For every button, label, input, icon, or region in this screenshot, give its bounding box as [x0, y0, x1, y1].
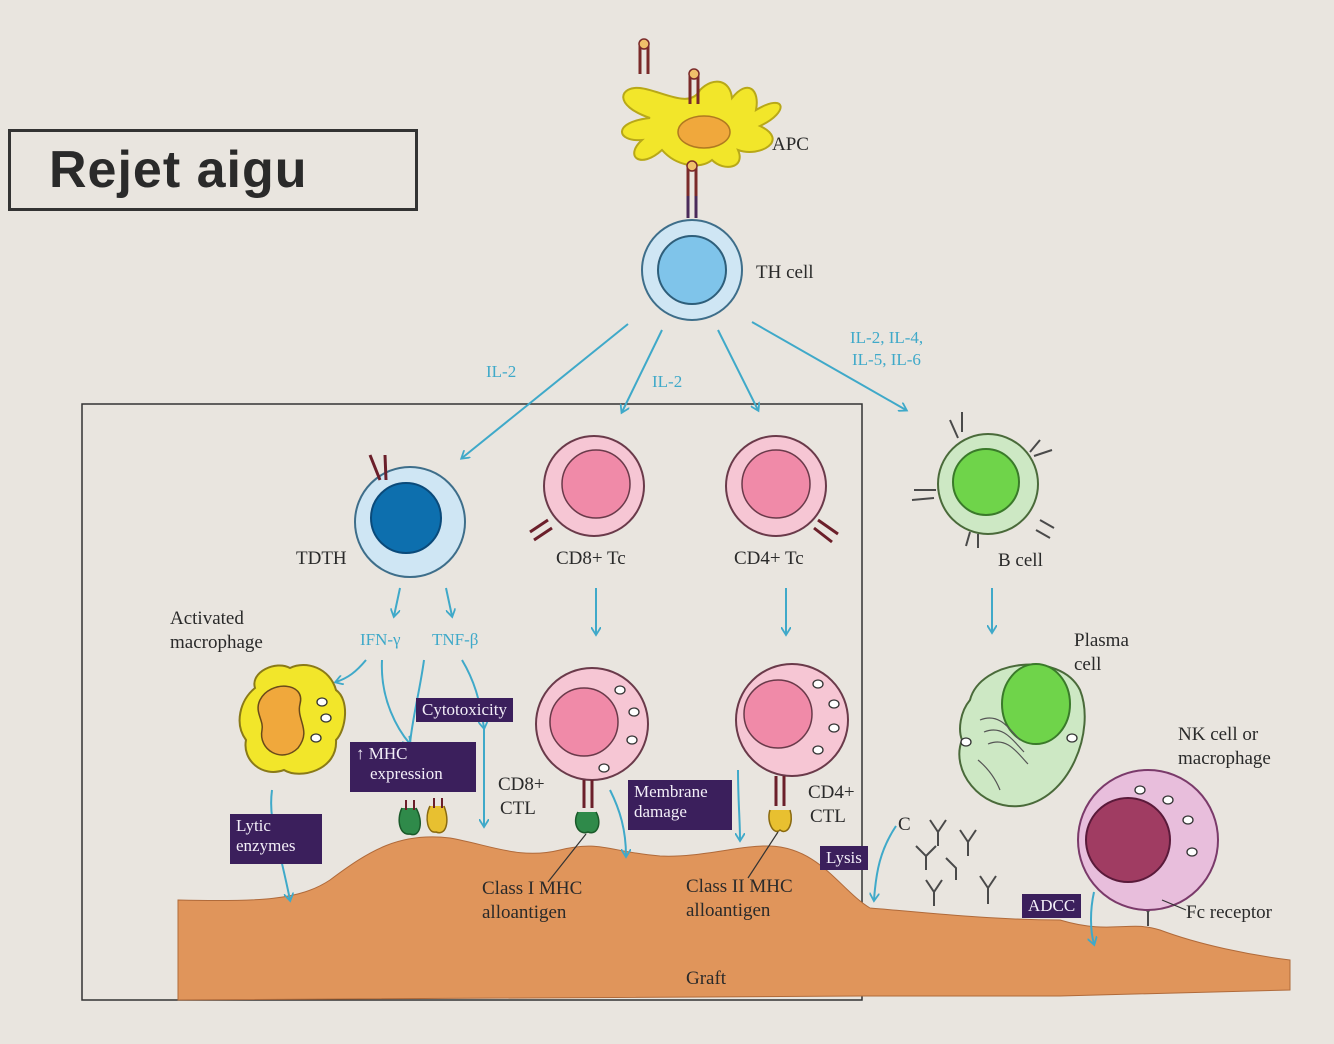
class2-label-1: Class II MHC	[686, 876, 793, 897]
cd8-ctl-label-1: CD8+	[498, 774, 545, 795]
il2-mid-label: IL-2	[652, 372, 683, 391]
cytokine-arrows	[462, 321, 906, 458]
title-box: Rejet aigu	[8, 129, 418, 211]
pointer-lines	[547, 831, 1187, 911]
membrane-damage-line-2: damage	[634, 802, 687, 822]
activated-macrophage-label-2: macrophage	[170, 632, 263, 653]
cd4-ctl-label-1: CD4+	[808, 782, 855, 803]
plasma-cell	[958, 663, 1086, 808]
cd4-ctl-label-2: CTL	[810, 806, 846, 827]
cd8-tc-cell	[529, 435, 645, 542]
th-cell	[641, 219, 743, 321]
graft-label: Graft	[686, 968, 727, 989]
complement-label: C	[898, 814, 911, 835]
apc-cell	[621, 80, 782, 168]
class1-label-1: Class I MHC	[482, 878, 583, 899]
ifn-label: IFN-γ	[360, 630, 401, 649]
il-multi-label-1: IL-2, IL-4,	[850, 328, 924, 347]
page-title: Rejet aigu	[49, 141, 308, 199]
b-cell-label: B cell	[998, 550, 1043, 571]
th-cell-label: TH cell	[756, 262, 814, 283]
tdth-cell	[354, 454, 466, 578]
il2-left-label: IL-2	[486, 362, 517, 381]
cd8-ctl-cell	[535, 667, 649, 834]
tnf-label: TNF-β	[432, 630, 479, 649]
cd4-ctl-cell	[735, 663, 849, 833]
nk-cell-label-1: NK cell or	[1178, 724, 1259, 745]
class2-label-2: alloantigen	[686, 900, 771, 921]
lytic-enzymes-box: Lytic enzymes	[230, 814, 322, 864]
cd4-tc-label: CD4+ Tc	[734, 548, 804, 569]
lytic-enzymes-line-2: enzymes	[236, 836, 296, 856]
fc-receptor-label: Fc receptor	[1186, 902, 1272, 923]
lytic-enzymes-line-1: Lytic	[236, 816, 271, 835]
mhc-expression-line-2: expression	[370, 764, 443, 784]
activated-macrophage-label-1: Activated	[170, 608, 244, 629]
plasma-cell-label-1: Plasma	[1074, 630, 1129, 651]
activated-macrophage-cell	[238, 664, 346, 775]
cd4-tc-cell	[725, 435, 839, 544]
cd8-tc-label: CD8+ Tc	[556, 548, 626, 569]
class1-label-2: alloantigen	[482, 902, 567, 923]
graft-frame	[81, 403, 863, 1001]
plasma-cell-label-2: cell	[1074, 654, 1102, 675]
graft-tissue	[177, 836, 1291, 1001]
mhc-expression-box: ↑ MHC expression	[350, 742, 476, 792]
nk-cell-label-2: macrophage	[1178, 748, 1271, 769]
cytotoxicity-box: Cytotoxicity	[416, 698, 513, 723]
adcc-box: ADCC	[1022, 894, 1082, 919]
mhc-molecule-icon	[398, 798, 448, 836]
mhc-receptor-icon	[638, 46, 700, 196]
b-cell	[911, 412, 1055, 548]
tdth-label: TDTH	[296, 548, 347, 569]
cd8-ctl-label-2: CTL	[500, 798, 536, 819]
lysis-box: Lysis	[820, 846, 868, 871]
il-multi-label-2: IL-5, IL-6	[852, 350, 921, 369]
apc-label: APC	[772, 134, 809, 155]
nk-cell	[1077, 769, 1219, 911]
mhc-expression-line-1: ↑ MHC	[356, 744, 408, 763]
membrane-damage-line-1: Membrane	[634, 782, 708, 801]
membrane-damage-box: Membrane damage	[628, 780, 732, 830]
